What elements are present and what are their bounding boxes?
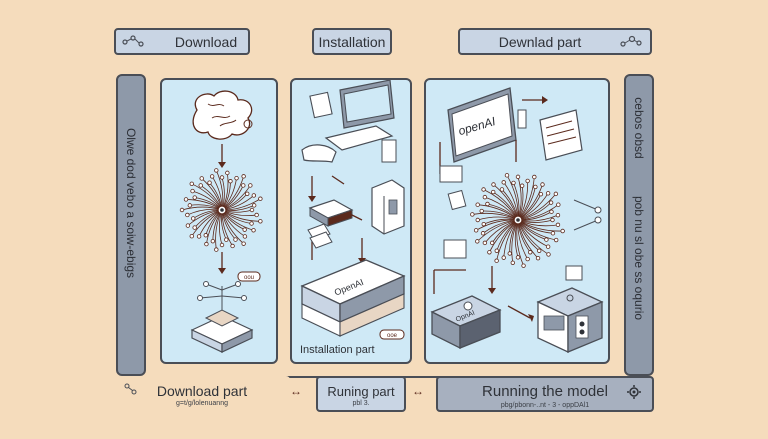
running-part-footer-sub: pbl 3. [352,400,370,407]
document-icon [539,109,583,161]
chip-icon [308,199,354,227]
running-panel: openAI OpnAI [424,78,610,364]
running-part-footer-pill[interactable]: Runing part pbl 3. [316,376,406,412]
network-icon [124,383,137,395]
network-icon [122,35,144,47]
left-sidebar: Olwe dod vebo a soiw-ebigs [116,74,146,376]
installation-caption: Installation part [300,344,375,356]
computer-icon [301,80,397,163]
right-sidebar-text-top: cebos obsd [632,97,646,159]
right-sidebar: cebos obsd pob nu sl obe ss oqurio [624,74,654,376]
installation-badge: ooe [387,333,398,339]
running-model-footer-label: Running the model [482,383,608,400]
neural-net-icon [470,173,565,268]
footer-arrow-left: ↔ [290,384,302,398]
download-panel: oou [160,78,278,364]
download-header-pill[interactable]: Download [114,28,250,55]
left-sidebar-text: Olwe dod vebo a soiw-ebigs [124,127,138,279]
download-part-footer-sub: g=t/g/lolenuanng [176,400,228,407]
neural-net-icon [179,168,263,252]
installation-panel: OpenAI ooe Installation part [290,78,412,364]
download-part-footer-label: Download part [156,383,248,399]
download-part-header-label: Dewnlad part [498,33,582,50]
chip-icon [190,281,254,353]
download-part-footer-pill[interactable]: Download part g=t/g/lolenuanng [114,376,290,412]
brain-icon [192,90,253,140]
running-model-footer-sub: pbg/pbonn-..nt - 3 - oppDAl1 [500,402,590,409]
server-icon [536,287,604,354]
network-icon [620,35,642,47]
download-badge: oou [244,275,254,281]
installation-header-label: Installation [318,33,386,50]
running-part-footer-label: Runing part [327,384,395,399]
installation-header-pill[interactable]: Installation [312,28,392,55]
running-model-footer-pill[interactable]: Running the model pbg/pbonn-..nt - 3 - o… [436,376,654,412]
book-icon [300,223,406,337]
footer-arrow-right: ↔ [412,384,424,398]
download-header-label: Download [174,33,238,50]
document-icon [309,91,333,119]
server-icon [371,179,405,235]
right-sidebar-text-bottom: pob nu sl obe ss oqurio [632,195,646,321]
gear-icon [627,385,641,399]
download-part-header-pill[interactable]: Dewnlad part [458,28,652,55]
chip-icon [430,295,502,350]
